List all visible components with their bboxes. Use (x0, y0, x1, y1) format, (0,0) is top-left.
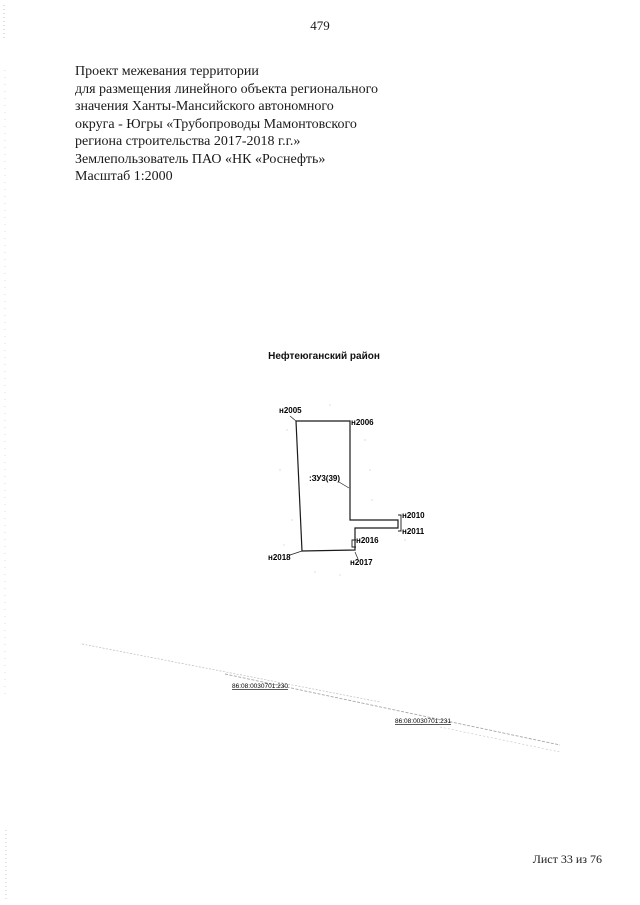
point-label-n2017: н2017 (350, 558, 373, 567)
point-label-n2005: н2005 (279, 406, 302, 415)
cadastral-boundary (439, 726, 561, 753)
cadastral-label-231: 86:08:0030701:231 (395, 718, 451, 725)
cadastral-boundary (81, 643, 381, 703)
leader-line (338, 481, 350, 489)
point-label-n2011: н2011 (402, 527, 425, 536)
parcel-label: :ЗУ3(39) (309, 474, 340, 483)
document-header: Проект межевания территории для размещен… (75, 63, 378, 186)
leader-line (289, 415, 297, 422)
header-line-2: для размещения линейного объекта региона… (75, 81, 379, 97)
parcel-boundary (295, 420, 399, 552)
point-label-n2018: н2018 (268, 553, 291, 562)
header-line-4: округа - Югры «Трубопроводы Мамонтовског… (75, 116, 357, 132)
district-title: Нефтеюганский район (268, 351, 380, 362)
scale-line: Масштаб 1:2000 (75, 169, 173, 184)
page-number: 479 (310, 18, 330, 33)
leader-line (289, 550, 303, 556)
scan-noise (279, 404, 406, 576)
point-label-n2010: н2010 (402, 511, 425, 520)
header-line-3: значения Ханты-Мансийского автономного (75, 99, 334, 114)
parcel-boundary-detail (398, 514, 402, 532)
cadastral-boundary (224, 673, 561, 746)
cadastral-label-230: 86:08:0030701:230 (232, 683, 288, 690)
leader-line (354, 551, 359, 560)
sheet-number: Лист 33 из 76 (532, 852, 602, 866)
point-label-n2016: н2016 (356, 536, 379, 545)
parcel-boundary-detail (351, 539, 356, 548)
point-label-n2006: н2006 (351, 418, 374, 427)
header-line-5: региона строительства 2017-2018 г.г.» (75, 134, 301, 149)
header-line-6: Землепользователь ПАО «НК «Роснефть» (75, 151, 326, 167)
header-line-1: Проект межевания территории (75, 64, 259, 79)
